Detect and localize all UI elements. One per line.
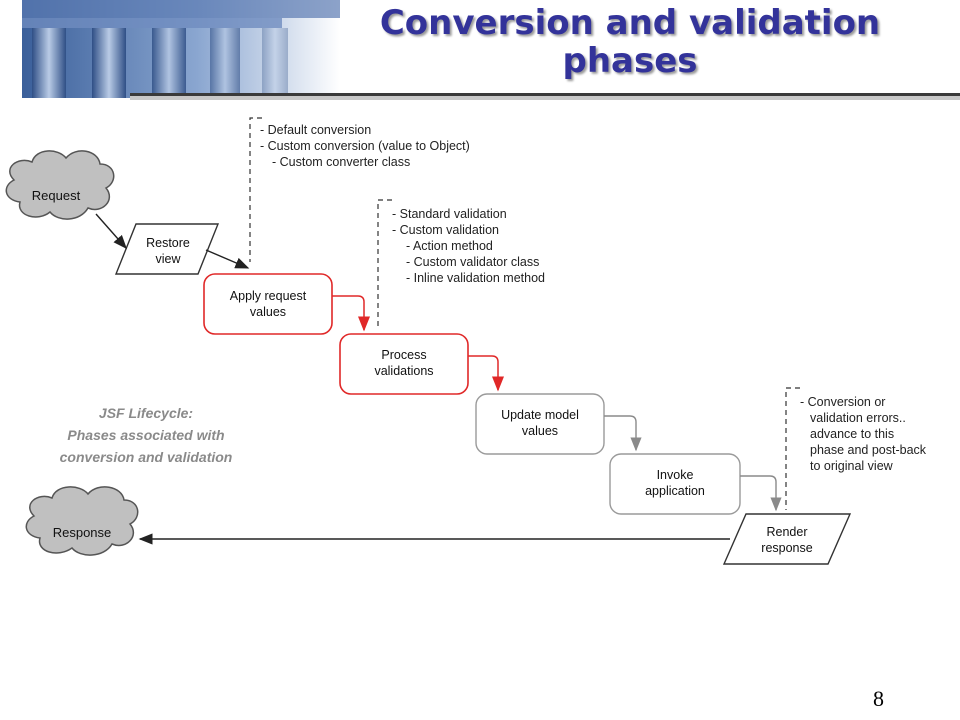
arrow-apply-to-process xyxy=(332,295,370,332)
slide-title: Conversion and validation phases xyxy=(340,4,920,80)
invoke-application-phase: Invoke application xyxy=(609,453,741,515)
response-label: Response xyxy=(53,525,112,540)
validation-callout-line xyxy=(377,199,392,328)
validation-note-2: - Custom validation xyxy=(392,223,499,237)
arrow-invoke-to-render xyxy=(740,475,782,512)
arrow-update-to-invoke xyxy=(604,415,642,452)
error-note-2: validation errors.. xyxy=(810,411,906,425)
error-notes: - Conversion or validation errors.. adva… xyxy=(800,395,927,473)
arrow-process-to-update xyxy=(468,355,504,392)
process-validations-phase: Process validations xyxy=(339,333,469,395)
update-model-values-phase: Update model values xyxy=(475,393,605,455)
process-validations-line1: Process xyxy=(381,348,426,362)
jsf-lifecycle-diagram: Request Response Restore view Apply requ… xyxy=(5,117,927,565)
title-line-1: Conversion and validation xyxy=(379,3,881,43)
validation-note-3: - Action method xyxy=(406,239,493,253)
arrow-request-to-restore xyxy=(95,213,127,250)
caption-line-1: JSF Lifecycle: xyxy=(99,405,193,421)
validation-notes: - Standard validation - Custom validatio… xyxy=(392,207,545,285)
error-note-3: advance to this xyxy=(810,427,894,441)
conversion-note-3: - Custom converter class xyxy=(272,155,410,169)
error-callout-line xyxy=(785,387,800,510)
error-note-1: - Conversion or xyxy=(800,395,885,409)
caption-line-3: conversion and validation xyxy=(60,449,233,465)
invoke-application-line1: Invoke xyxy=(657,468,694,482)
restore-view-line1: Restore xyxy=(146,236,190,250)
validation-note-5: - Inline validation method xyxy=(406,271,545,285)
update-model-line1: Update model xyxy=(501,408,579,422)
restore-view-phase: Restore view xyxy=(114,223,220,275)
caption-line-2: Phases associated with xyxy=(67,427,224,443)
render-response-line1: Render xyxy=(767,525,808,539)
request-cloud: Request xyxy=(5,150,115,220)
restore-view-line2: view xyxy=(155,252,181,266)
validation-note-1: - Standard validation xyxy=(392,207,507,221)
title-line-2: phases xyxy=(562,41,698,81)
error-note-5: to original view xyxy=(810,459,894,473)
conversion-notes: - Default conversion - Custom conversion… xyxy=(260,123,470,169)
header-columns-image xyxy=(22,0,340,98)
arrow-restore-to-apply xyxy=(205,249,250,269)
error-note-4: phase and post-back xyxy=(810,443,927,457)
title-underline xyxy=(130,93,960,96)
invoke-application-line2: application xyxy=(645,484,705,498)
process-validations-line2: validations xyxy=(374,364,433,378)
response-cloud: Response xyxy=(25,486,139,556)
conversion-callout-line xyxy=(249,117,262,262)
render-response-line2: response xyxy=(761,541,812,555)
render-response-phase: Render response xyxy=(722,513,852,565)
conversion-note-1: - Default conversion xyxy=(260,123,371,137)
title-underline-shadow xyxy=(130,96,960,100)
lifecycle-caption: JSF Lifecycle: Phases associated with co… xyxy=(60,405,233,465)
apply-request-line1: Apply request xyxy=(230,289,307,303)
page-number: 8 xyxy=(873,686,884,711)
update-model-line2: values xyxy=(522,424,558,438)
validation-note-4: - Custom validator class xyxy=(406,255,539,269)
conversion-note-2: - Custom conversion (value to Object) xyxy=(260,139,470,153)
apply-request-line2: values xyxy=(250,305,286,319)
request-label: Request xyxy=(32,188,81,203)
apply-request-values-phase: Apply request values xyxy=(203,273,333,335)
